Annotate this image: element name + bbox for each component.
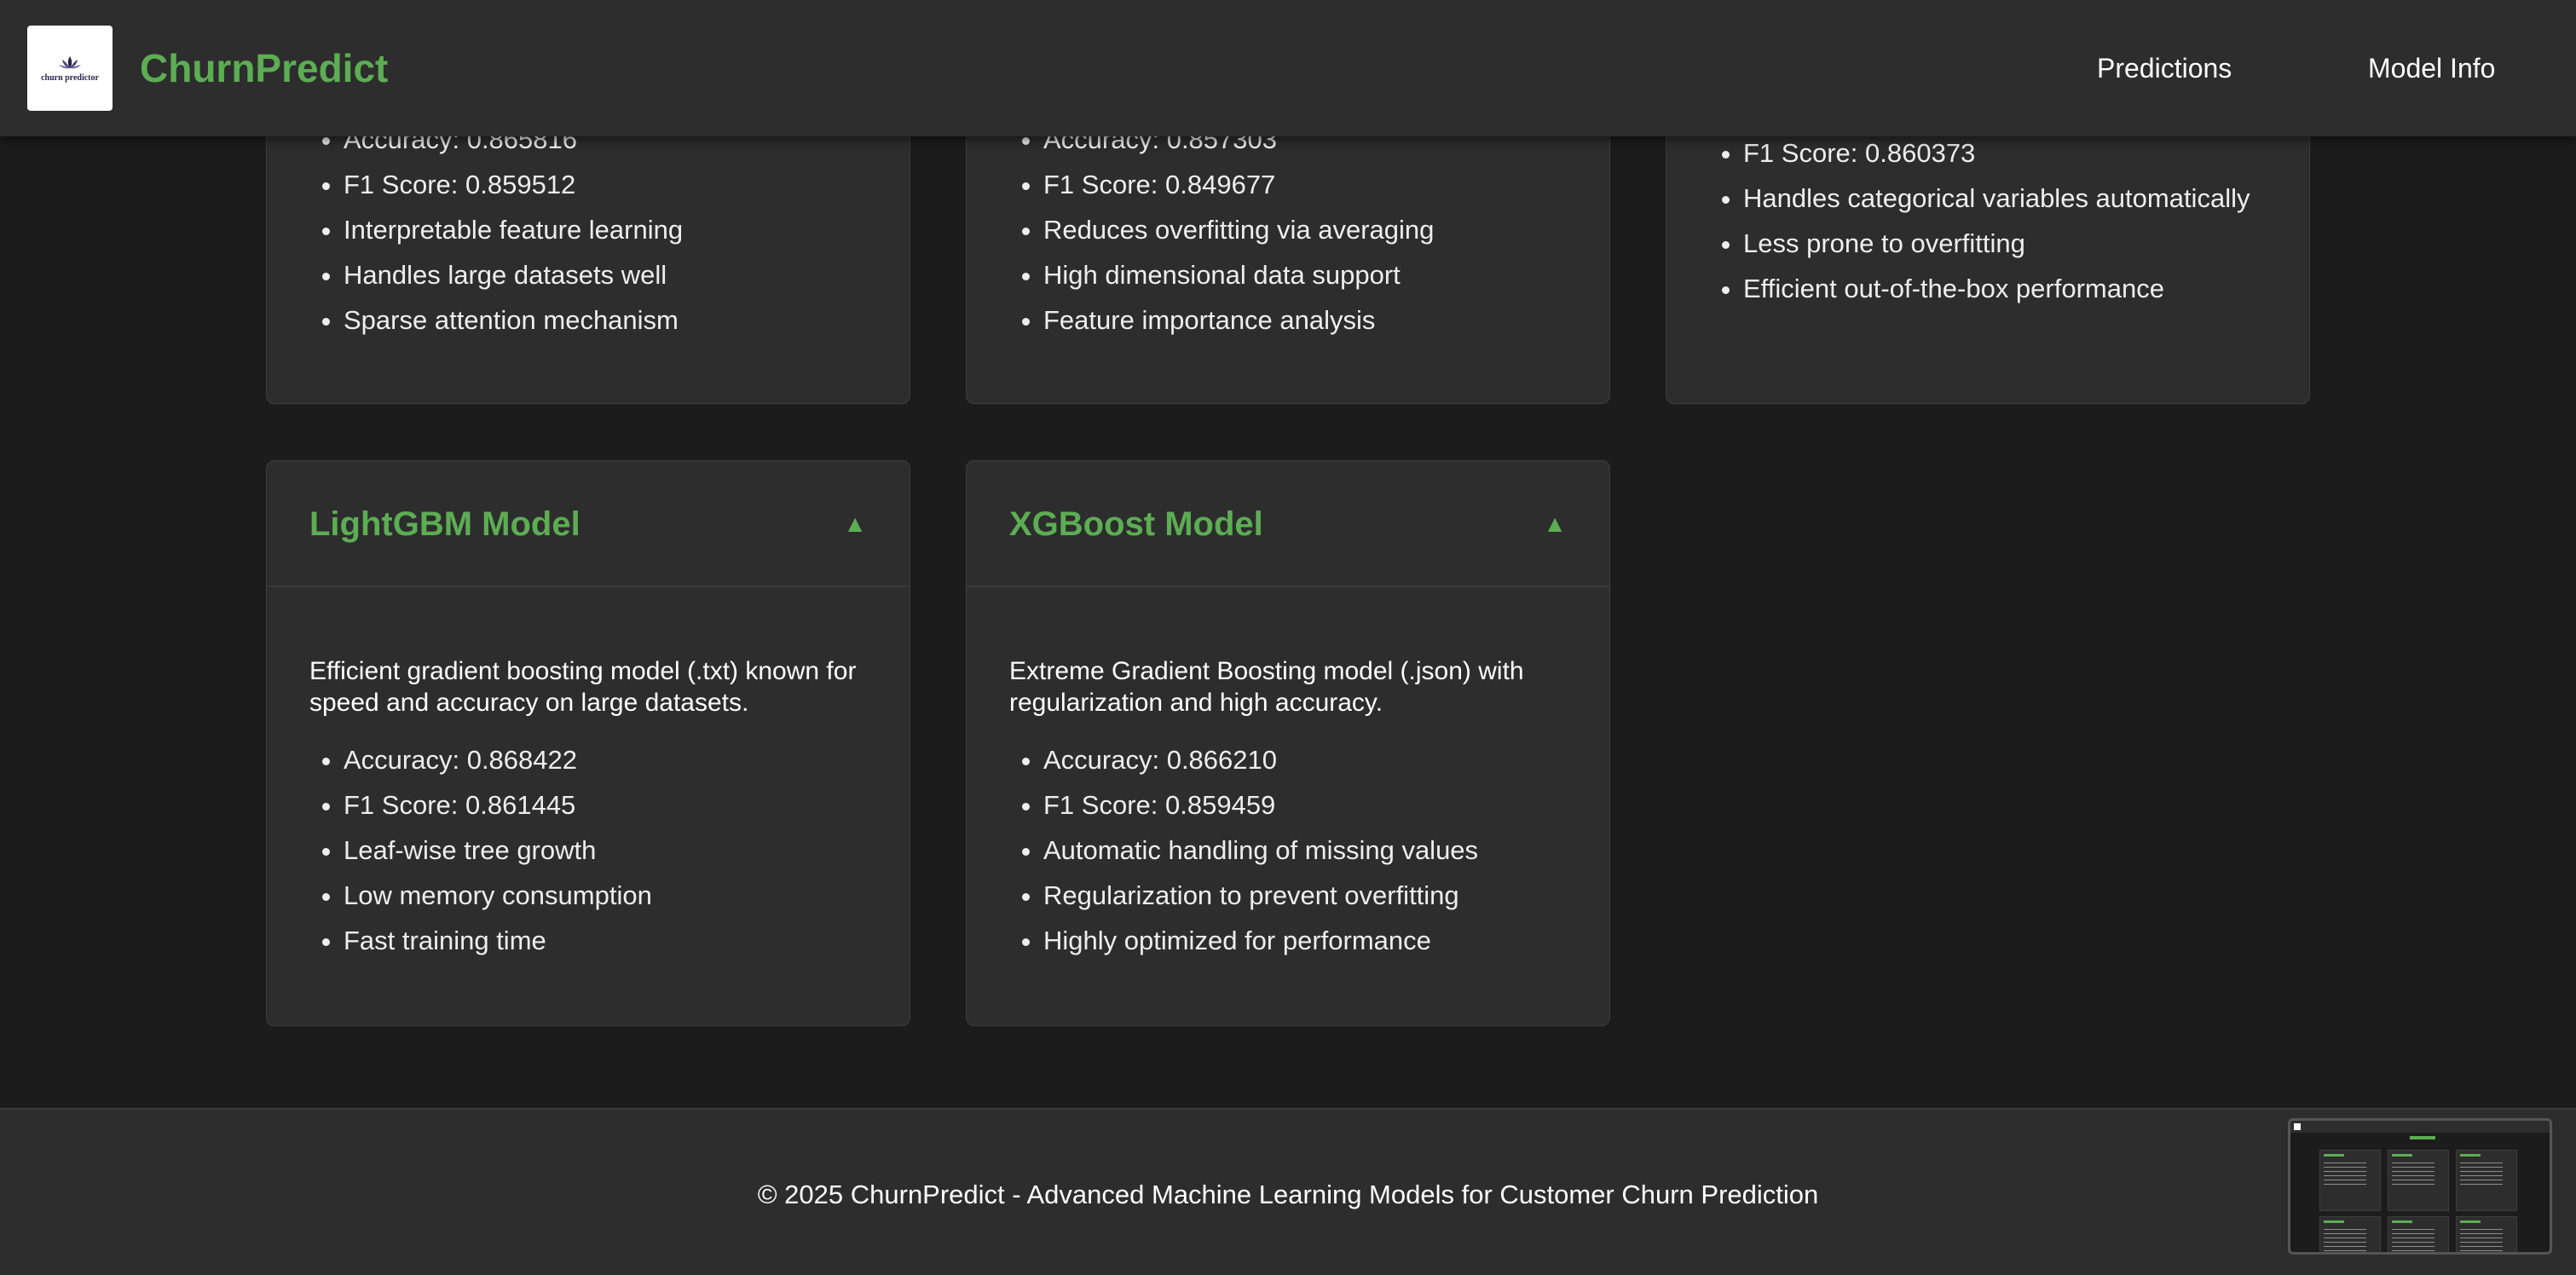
list-item: Leaf-wise tree growth [344, 828, 867, 873]
footer-copyright: © 2025 ChurnPredict - Advanced Machine L… [757, 1180, 1819, 1209]
list-item: Feature importance analysis [1043, 297, 1434, 343]
brand-name[interactable]: ChurnPredict [140, 46, 389, 90]
card-description: Efficient gradient boosting model (.txt)… [309, 657, 857, 717]
thumbnail-card [2456, 1150, 2517, 1211]
list-item: Fast training time [344, 918, 867, 963]
list-item: Sparse attention mechanism [344, 297, 683, 343]
collapse-arrow-icon[interactable]: ▲ [1543, 511, 1567, 537]
feature-list: Accuracy: 0.857303 F1 Score: 0.849677 Re… [1009, 117, 1434, 343]
thumbnail-card [2388, 1216, 2449, 1252]
xgboost-card-header[interactable]: XGBoost Model ▲ [967, 461, 1609, 587]
list-item: Reduces overfitting via averaging [1043, 207, 1434, 252]
list-item: Accuracy: 0.866210 [1043, 737, 1567, 782]
list-item: Handles large datasets well [344, 252, 683, 297]
feature-list: Accuracy: 0.866210 F1 Score: 0.859459 Au… [1009, 737, 1567, 963]
thumbnail-title [2290, 1136, 2550, 1139]
list-item: Regularization to prevent overfitting [1043, 873, 1567, 918]
list-item: F1 Score: 0.861445 [344, 782, 867, 828]
feature-list: Accuracy: 0.865816 F1 Score: 0.859512 In… [309, 117, 683, 343]
thumbnail-logo [2294, 1123, 2301, 1130]
list-item: F1 Score: 0.860373 [1743, 130, 2250, 176]
card-body: Extreme Gradient Boosting model (.json) … [967, 587, 1609, 963]
thumbnail-card [2319, 1150, 2381, 1211]
list-item: Accuracy: 0.868422 [344, 737, 867, 782]
list-item: Highly optimized for performance [1043, 918, 1567, 963]
thumbnail-navbar [2290, 1121, 2550, 1133]
list-item: F1 Score: 0.859512 [344, 162, 683, 207]
card-description: Extreme Gradient Boosting model (.json) … [1009, 657, 1524, 717]
nav-predictions-link[interactable]: Predictions [2097, 53, 2232, 84]
list-item: F1 Score: 0.859459 [1043, 782, 1567, 828]
list-item: Automatic handling of missing values [1043, 828, 1567, 873]
feature-list: F1 Score: 0.860373 Handles categorical v… [1709, 130, 2250, 311]
list-item: Less prone to overfitting [1743, 221, 2250, 266]
thumbnail-card [2456, 1216, 2517, 1252]
card-title: LightGBM Model [309, 505, 580, 543]
card-title: XGBoost Model [1009, 505, 1263, 543]
list-item: Low memory consumption [344, 873, 867, 918]
feature-list: Accuracy: 0.868422 F1 Score: 0.861445 Le… [309, 737, 867, 963]
list-item: High dimensional data support [1043, 252, 1434, 297]
thumbnail-card [2388, 1150, 2449, 1211]
collapse-arrow-icon[interactable]: ▲ [843, 511, 867, 537]
list-item: Interpretable feature learning [344, 207, 683, 252]
lightgbm-card: LightGBM Model ▲ Efficient gradient boos… [266, 460, 910, 1026]
list-item: F1 Score: 0.849677 [1043, 162, 1434, 207]
list-item: Efficient out-of-the-box performance [1743, 266, 2250, 311]
nav-model-info-link[interactable]: Model Info [2368, 53, 2496, 84]
list-item: Handles categorical variables automatica… [1743, 176, 2250, 221]
lotus-icon [59, 55, 81, 68]
footer: © 2025 ChurnPredict - Advanced Machine L… [0, 1108, 2576, 1275]
logo-text: churn predictor [41, 72, 99, 83]
top-navbar: churn predictor ChurnPredict Predictions… [0, 0, 2576, 136]
lightgbm-card-header[interactable]: LightGBM Model ▲ [267, 461, 910, 587]
card-body: Efficient gradient boosting model (.txt)… [267, 587, 910, 963]
xgboost-card: XGBoost Model ▲ Extreme Gradient Boostin… [966, 460, 1610, 1026]
logo[interactable]: churn predictor [27, 26, 113, 111]
thumbnail-card [2319, 1216, 2381, 1252]
page-thumbnail[interactable] [2288, 1118, 2552, 1255]
